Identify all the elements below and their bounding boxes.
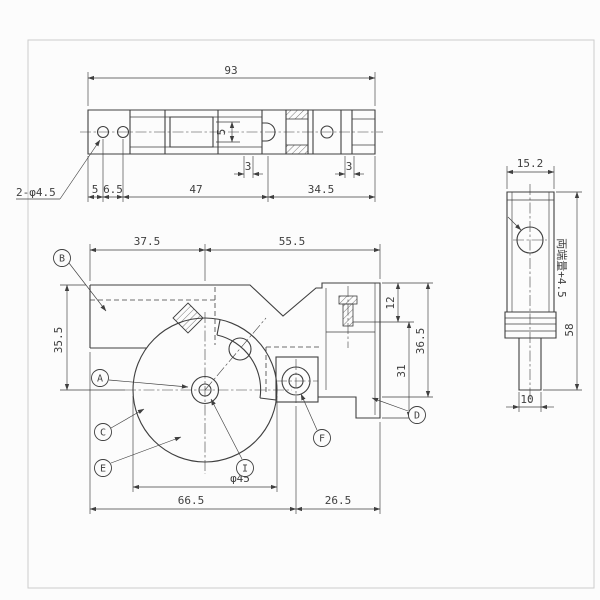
dim-bottom-left: 66.5 [178,494,205,507]
hatched-block-bottom [285,144,309,155]
callout-f: F [300,393,331,447]
dim-chain-6-5: 6.5 [103,183,123,196]
dim-height-left: 35.5 [52,327,65,354]
front-view-dimensions: 37.5 55.5 35.5 12 31 36.5 φ45 [52,235,433,514]
dim-depth-mid: 31 [395,364,408,377]
side-view-leader-arrow [507,216,522,231]
dim-chain-34-5: 34.5 [308,183,335,196]
svg-text:D: D [414,411,420,422]
top-view-dimensions: 93 5 3 3 [16,64,376,202]
callout-i: I [210,398,254,477]
dim-side-height: 58 [563,323,576,336]
dim-slot-width: 5 [215,129,228,136]
dim-chain-47: 47 [189,183,202,196]
dim-depth-top: 12 [384,296,397,309]
top-view-outline [80,109,383,155]
hole-note: 2-φ4.5 [16,186,56,199]
cam-inner-arc [216,334,262,399]
bolt-shank-hatched [342,303,354,327]
dim-height-right: 36.5 [414,328,427,355]
side-view: 15.2 58 両端量+4.5 10 [504,157,582,412]
callout-e: E [94,436,182,477]
callout-a: A [91,369,189,389]
dim-width-left: 37.5 [134,235,161,248]
svg-text:B: B [59,254,65,265]
hole-note-leader [59,139,101,200]
top-view: 93 5 3 3 [16,64,383,202]
dim-chain-5: 5 [92,183,99,196]
dim-offset-left: 3 [245,160,252,173]
callout-d: D [371,397,426,424]
length-note: 両端量+4.5 [555,238,568,298]
mounting-hole-2 [116,125,130,139]
latch-mount [275,356,319,403]
roller-circle [228,337,252,361]
svg-text:A: A [97,374,103,385]
front-view: 37.5 55.5 35.5 12 31 36.5 φ45 [52,235,433,514]
dim-width-right: 55.5 [279,235,306,248]
dim-overall-width: 93 [224,64,237,77]
roller-centerline [204,317,267,391]
callout-c: C [94,408,145,441]
svg-text:F: F [319,434,325,445]
mounting-hole-1 [96,125,110,139]
dim-bottom-right: 26.5 [325,494,352,507]
svg-text:C: C [100,428,106,439]
bolt-head-hatched [338,295,358,305]
dim-stem-width: 10 [520,393,533,406]
side-view-outline [504,184,557,402]
side-view-dimensions: 15.2 58 両端量+4.5 10 [506,157,582,412]
sheet-border [27,39,595,589]
stopper-hatched [172,302,204,334]
front-view-callouts: B A C E I [53,249,426,477]
callout-b: B [53,249,107,312]
svg-text:E: E [100,464,106,475]
dim-side-width: 15.2 [517,157,544,170]
hatched-block-top [285,109,309,120]
front-view-outline [89,282,381,474]
dim-offset-right: 3 [346,160,353,173]
svg-text:I: I [242,464,248,475]
